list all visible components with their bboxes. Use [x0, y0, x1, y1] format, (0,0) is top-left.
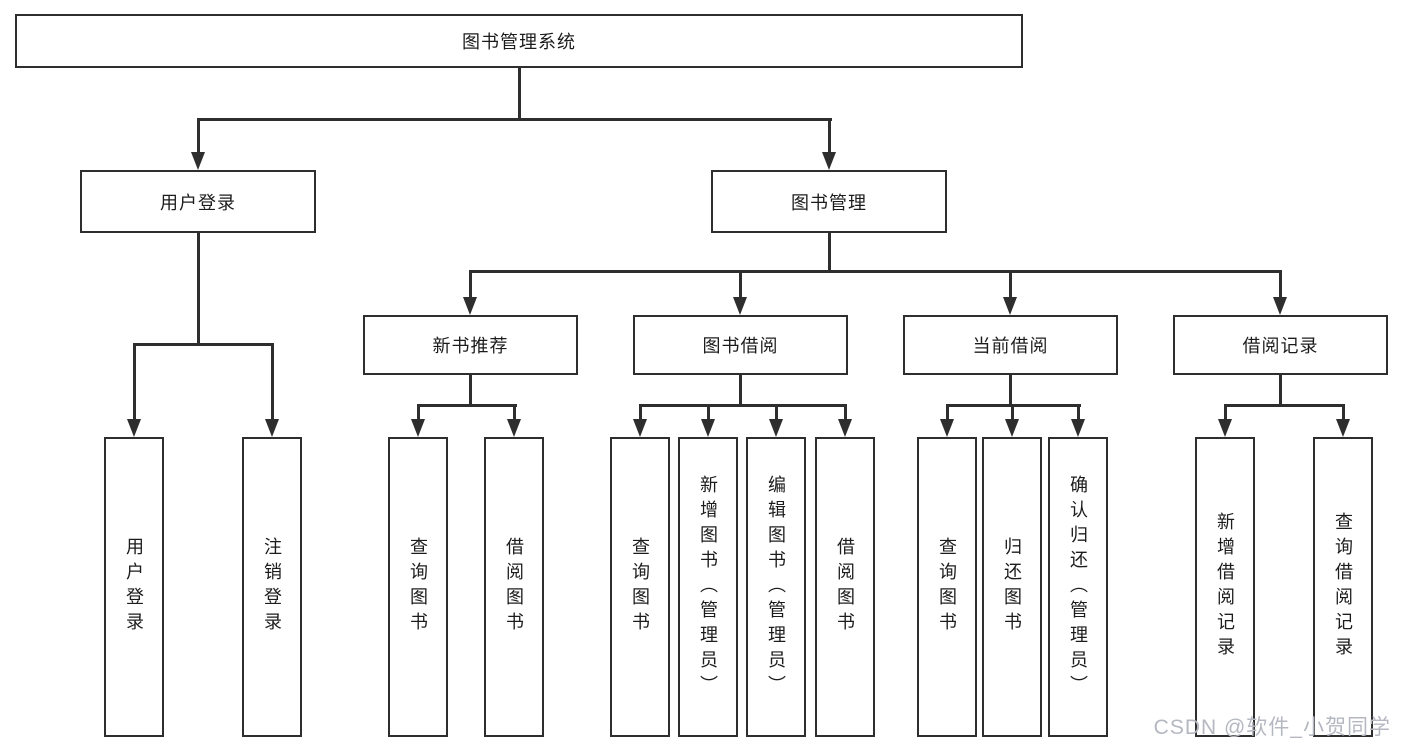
connector-user-login-stem	[197, 233, 200, 345]
connector-stem	[469, 272, 472, 297]
arrow-down-icon	[463, 297, 477, 315]
arrow-down-icon	[265, 419, 279, 437]
arrow-down-icon	[769, 419, 783, 437]
leaf-bb-borrow-books: 借阅图书	[815, 437, 875, 737]
arrow-down-icon	[940, 419, 954, 437]
connector-stem	[946, 406, 949, 419]
csdn-watermark: CSDN @软件_小贺同学	[1153, 716, 1391, 739]
leaf-cb-confirm-return-admin: 确认归还（管理员）	[1048, 437, 1108, 737]
arrow-down-icon	[191, 152, 205, 170]
leaf-br-add-record: 新增借阅记录	[1195, 437, 1255, 737]
connector-stem	[844, 406, 847, 419]
arrow-down-icon	[1336, 419, 1350, 437]
connector-stem	[1009, 272, 1012, 297]
node-user-login: 用户登录	[80, 170, 316, 233]
arrow-down-icon	[838, 419, 852, 437]
connector-stem	[271, 345, 274, 419]
connector-stem	[739, 272, 742, 297]
node-book-borrow: 图书借阅	[633, 315, 848, 375]
connector-branch	[946, 404, 1081, 407]
connector-stem	[513, 406, 516, 419]
connector-stem	[739, 375, 742, 406]
connector-stem	[417, 406, 420, 419]
leaf-user-login: 用户登录	[104, 437, 164, 737]
connector-stem	[1009, 375, 1012, 406]
leaf-cb-return-books: 归还图书	[982, 437, 1042, 737]
leaf-br-query-record: 查询借阅记录	[1313, 437, 1373, 737]
connector-stem	[1011, 406, 1014, 419]
node-root: 图书管理系统	[15, 14, 1023, 68]
node-new-book-recommend: 新书推荐	[363, 315, 578, 375]
arrow-down-icon	[1218, 419, 1232, 437]
connector-stem	[197, 120, 200, 154]
connector-stem	[639, 406, 642, 419]
node-book-management: 图书管理	[711, 170, 947, 233]
arrow-down-icon	[1005, 419, 1019, 437]
connector-stem	[1279, 272, 1282, 297]
connector-branch	[417, 404, 517, 407]
arrow-down-icon	[701, 419, 715, 437]
leaf-bb-query-books: 查询图书	[610, 437, 670, 737]
connector-stem	[1279, 375, 1282, 406]
leaf-nbr-query-books: 查询图书	[388, 437, 448, 737]
arrow-down-icon	[822, 152, 836, 170]
leaf-logout: 注销登录	[242, 437, 302, 737]
connector-stem	[133, 345, 136, 419]
arrow-down-icon	[1071, 419, 1085, 437]
connector-stem	[707, 406, 710, 419]
arrow-down-icon	[127, 419, 141, 437]
connector-root-stem	[518, 68, 521, 120]
arrow-down-icon	[1273, 297, 1287, 315]
leaf-bb-add-books-admin: 新增图书（管理员）	[678, 437, 738, 737]
connector-stem	[775, 406, 778, 419]
arrow-down-icon	[633, 419, 647, 437]
connector-branch	[639, 404, 847, 407]
connector-book-mgmt-branch	[469, 270, 1282, 273]
connector-stem	[1224, 406, 1227, 419]
arrow-down-icon	[411, 419, 425, 437]
node-borrow-records: 借阅记录	[1173, 315, 1388, 375]
arrow-down-icon	[733, 297, 747, 315]
connector-stem	[828, 120, 831, 154]
node-current-borrow: 当前借阅	[903, 315, 1118, 375]
connector-branch	[1224, 404, 1345, 407]
leaf-cb-query-books: 查询图书	[917, 437, 977, 737]
leaf-nbr-borrow-books: 借阅图书	[484, 437, 544, 737]
leaf-bb-edit-books-admin: 编辑图书（管理员）	[746, 437, 806, 737]
connector-user-login-branch	[133, 343, 274, 346]
connector-root-branch	[197, 118, 832, 121]
connector-stem	[469, 375, 472, 406]
connector-stem	[1077, 406, 1080, 419]
arrow-down-icon	[507, 419, 521, 437]
connector-stem	[1342, 406, 1345, 419]
arrow-down-icon	[1003, 297, 1017, 315]
connector-book-mgmt-stem	[828, 233, 831, 272]
